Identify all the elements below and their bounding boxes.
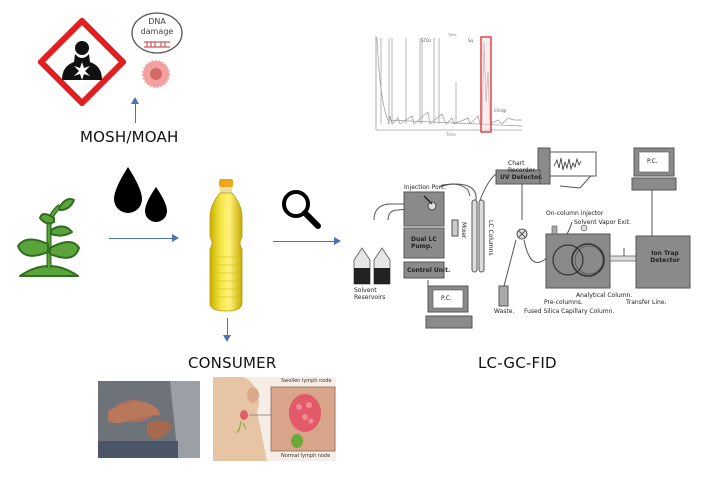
solvent-reservoirs-label: Solvent Reservoirs (354, 287, 386, 301)
x-axis-label: Time (446, 132, 456, 137)
magnifier-icon (280, 188, 324, 232)
dna-damage-icon: DNA damage (128, 10, 186, 102)
ion-trap-detector-label: Ion Trap Detector (650, 250, 680, 264)
injection-port-label: Injection Port. (404, 184, 446, 191)
mosh-moah-label: MOSH/MOAH (80, 128, 179, 146)
oil-bottle-image (202, 177, 250, 313)
transfer-line-label: Transfer Line. (626, 299, 667, 306)
on-column-injector-label: On-column injector (546, 210, 604, 217)
lc-columns-label: LC Columns (487, 220, 494, 256)
pc-right-label: P.C. (647, 158, 658, 165)
dna-label-line1: DNA (148, 17, 166, 26)
uv-detector-label: UV Detector. (500, 174, 543, 181)
svg-text:Time: Time (448, 32, 458, 37)
chromatogram: Time STDs Sq Cholgl Time (368, 32, 524, 140)
dna-label-line2: damage (140, 27, 174, 36)
arrow-oil-to-consumer (223, 318, 231, 342)
swollen-lymph-label: Swollen lymph node (281, 378, 332, 384)
normal-lymph-label: Normal lymph node (281, 453, 331, 459)
pc-left-label: P.C. (441, 295, 452, 302)
chart-recorder-label: Chart Recorder. (508, 160, 537, 174)
waste-label: Waste. (494, 308, 515, 315)
pre-columns-label: Pre-columns. (544, 299, 583, 306)
consumer-label: CONSUMER (188, 354, 277, 372)
fused-silica-label: Fused Silica Capillary Column. (524, 308, 615, 315)
plant-icon (16, 196, 82, 278)
peak-label-sq: Sq (468, 38, 474, 43)
mixer-label: Mixer (460, 222, 467, 239)
control-unit-label: Control Unit. (407, 267, 451, 274)
peak-label-small: Cholgl (494, 108, 507, 113)
arrow-oil-to-analysis (273, 237, 341, 245)
oil-drops-icon (112, 165, 170, 227)
arrow-up-to-hazard (131, 97, 139, 123)
peak-label-std: STDs (421, 38, 432, 43)
analytical-column-label: Analytical Column. (576, 292, 633, 299)
dual-lc-pump-label: Dual LC Pump. (411, 236, 437, 250)
health-hazard-icon (36, 16, 128, 108)
lymph-node-illustration: Swollen lymph node Normal lymph node (213, 377, 336, 461)
solvent-vapor-exit-label: Solvent Vapor Exit. (574, 219, 631, 226)
arrow-plant-to-oil (109, 234, 179, 242)
stomach-pain-photo (98, 381, 200, 458)
lc-gc-fid-label: LC-GC-FID (478, 354, 557, 372)
lc-gc-schematic: Chart Recorder. Injection Port. Mixer Du… (348, 140, 704, 340)
